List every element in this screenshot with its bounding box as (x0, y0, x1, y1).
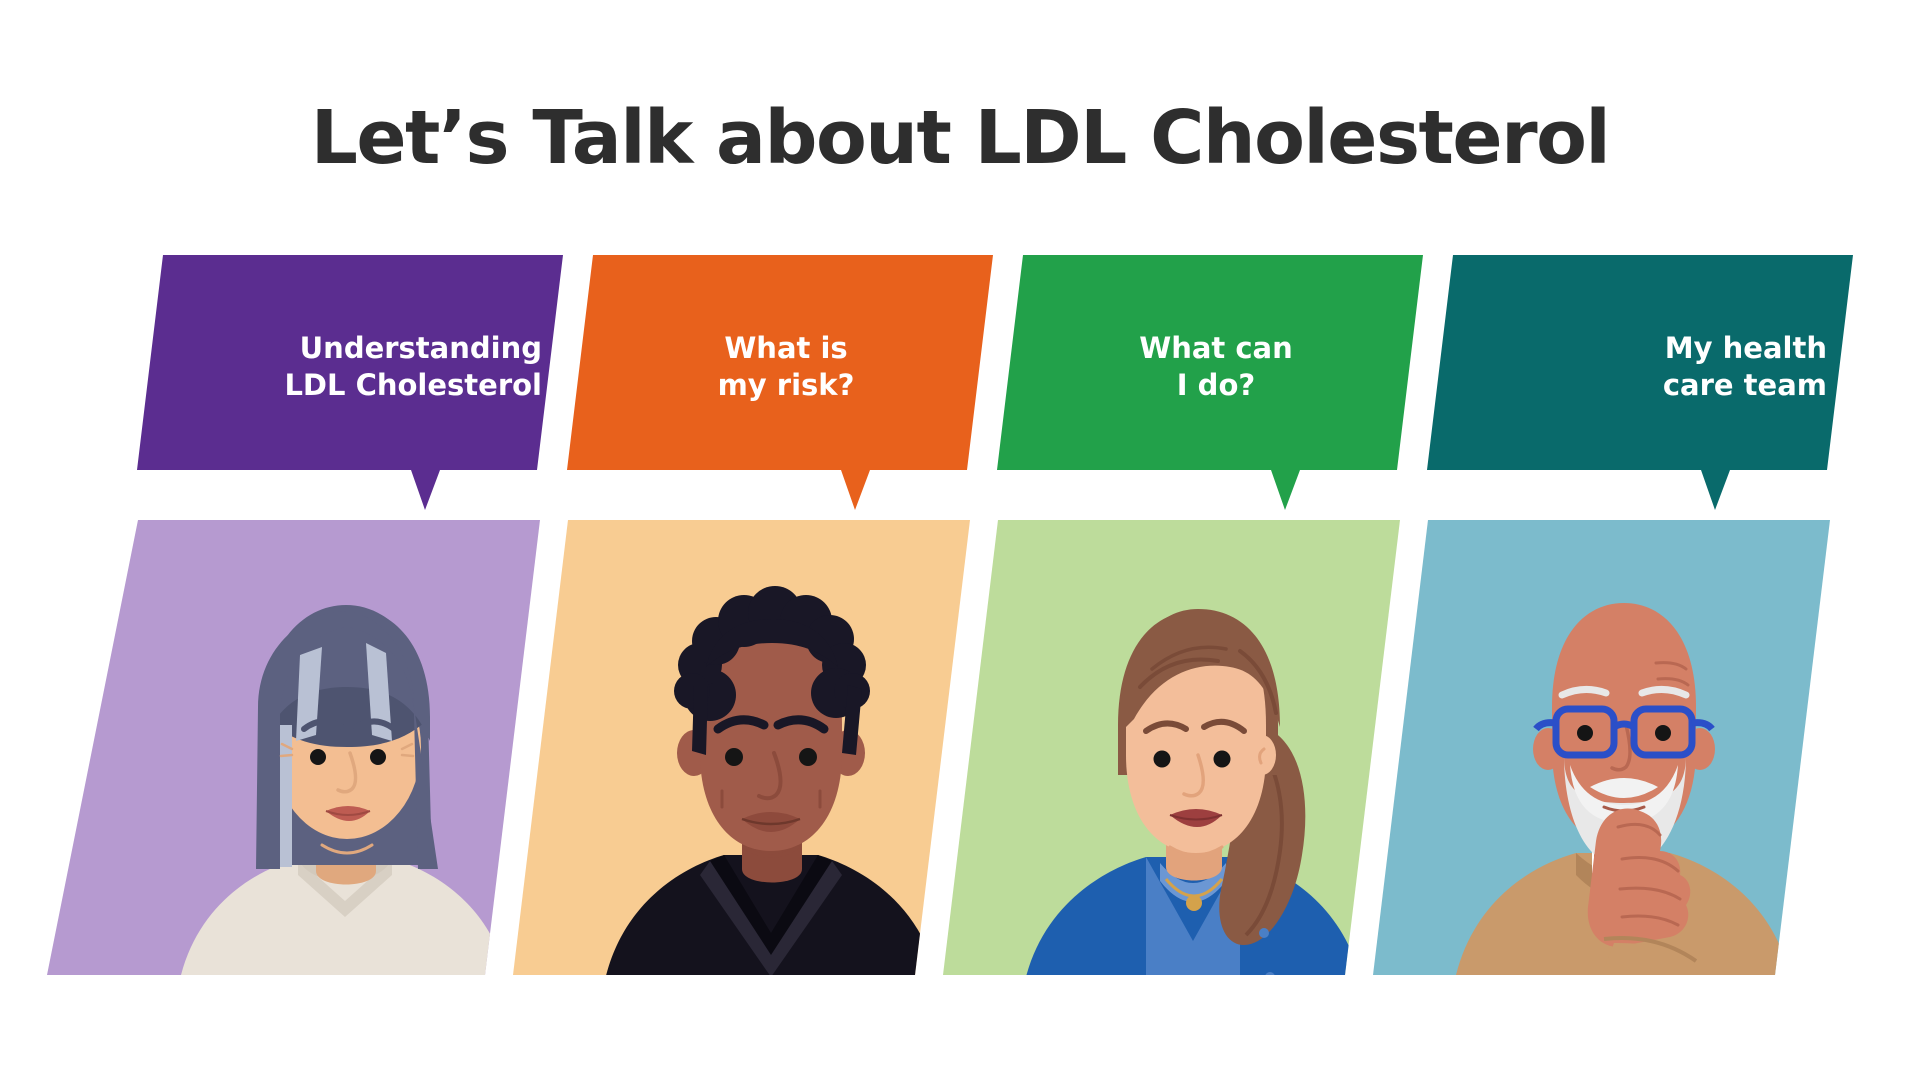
banner-label-my-health-care-team: My health care team (1662, 331, 1827, 403)
banner-2-shape (997, 255, 1423, 510)
banner-0-shape (137, 255, 563, 510)
illustration-woman-grey-bob (175, 605, 512, 975)
illustration-woman-ponytail (1020, 609, 1366, 975)
banner-3-shape (1427, 255, 1853, 510)
card-what-is-my-risk[interactable] (513, 255, 993, 1000)
banner-label-what-is-my-risk: What is my risk? (717, 331, 855, 403)
card-understanding-ldl-cholesterol[interactable] (47, 255, 563, 1000)
card-what-can-i-do[interactable] (943, 255, 1423, 1000)
card-my-health-care-team[interactable] (1373, 255, 1853, 1000)
cards-svg (47, 255, 1853, 1000)
banner-1-shape (567, 255, 993, 510)
page-title: Let’s Talk about LDL Cholesterol (310, 95, 1611, 181)
illustration-older-man-glasses (1450, 603, 1796, 975)
banner-label-what-can-i-do: What can I do? (1139, 331, 1293, 403)
illustration-man-curly-hair (600, 586, 942, 975)
banner-label-understanding-ldl-cholesterol: Understanding LDL Cholesterol (284, 331, 542, 403)
card-row: Understanding LDL Cholesterol What is my… (0, 255, 1920, 1000)
